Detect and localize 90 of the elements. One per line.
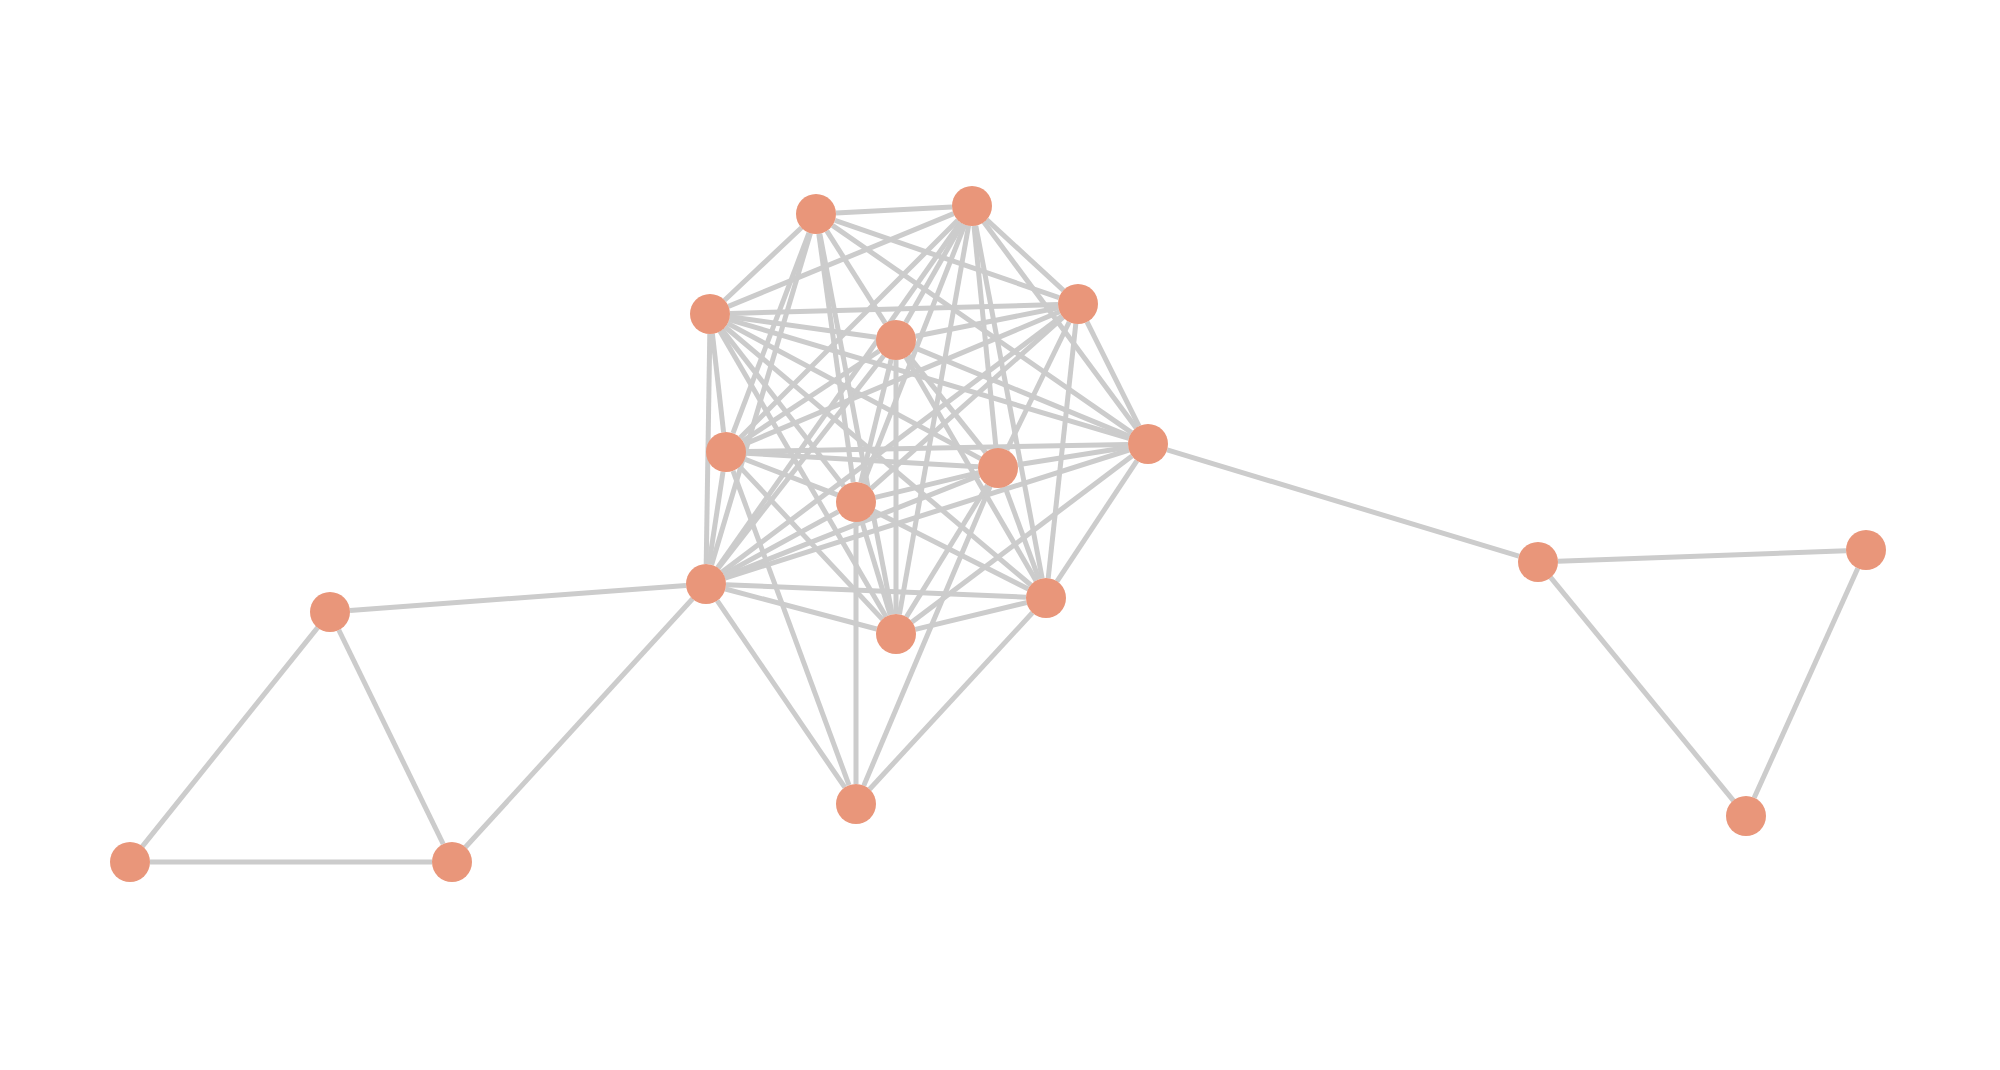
edge-line xyxy=(1002,485,1042,581)
edge-line xyxy=(743,309,1061,447)
edge-line xyxy=(724,586,878,632)
edge-line xyxy=(874,470,980,500)
edge-line xyxy=(1004,320,1072,452)
edge-line xyxy=(903,355,1039,583)
edge-line xyxy=(463,597,695,849)
edge-line xyxy=(1054,459,1140,583)
edge-line xyxy=(915,305,1059,339)
edge-line xyxy=(703,333,713,565)
edge-line xyxy=(722,226,804,302)
edge-line xyxy=(730,469,852,787)
edge-line xyxy=(903,222,965,324)
edge-line xyxy=(720,314,1064,574)
edge-line xyxy=(728,317,1130,441)
graph-node xyxy=(1128,424,1168,464)
edge-line xyxy=(745,450,979,470)
edge-line xyxy=(984,217,1066,293)
edge-line xyxy=(861,485,993,787)
edge-line xyxy=(722,509,840,577)
graph-node xyxy=(876,614,916,654)
edge-line xyxy=(729,314,877,340)
graph-node xyxy=(110,842,150,882)
edge-line xyxy=(709,232,813,566)
edge-line xyxy=(726,321,982,461)
edge-line xyxy=(860,223,968,485)
edge-line xyxy=(741,348,881,444)
edge-line xyxy=(715,220,963,570)
edge-line xyxy=(817,233,895,615)
edge-line xyxy=(971,225,999,449)
graph-node xyxy=(432,842,472,882)
edge-line xyxy=(824,229,888,325)
edge-line xyxy=(723,325,1033,587)
edge-line xyxy=(893,360,899,614)
graph-node xyxy=(1518,542,1558,582)
edge-line xyxy=(867,611,1035,791)
edge-line xyxy=(717,329,889,619)
graph-node xyxy=(952,186,992,226)
edge-line xyxy=(913,345,1131,439)
edge-line xyxy=(835,204,953,216)
edge-line xyxy=(729,302,1059,316)
edge-line xyxy=(853,522,859,784)
edge-line xyxy=(904,483,990,619)
edge-line xyxy=(914,600,1028,632)
edge-line xyxy=(859,520,893,616)
graph-node xyxy=(690,294,730,334)
edge-line xyxy=(1017,444,1129,468)
edge-line xyxy=(1751,567,1861,799)
edge-line xyxy=(816,233,856,483)
edge-line xyxy=(730,231,812,435)
edge-line xyxy=(709,333,727,433)
edge-line xyxy=(830,223,1134,435)
edge-line xyxy=(981,220,1139,430)
edge-line xyxy=(872,508,1030,592)
edge-line xyxy=(724,447,1130,581)
graph-node xyxy=(1846,530,1886,570)
graph-node xyxy=(1026,578,1066,618)
edge-line xyxy=(1045,323,1079,579)
edge-line xyxy=(906,354,988,454)
graph-node xyxy=(310,592,350,632)
edge-line xyxy=(743,456,839,498)
edge-line xyxy=(973,225,1045,579)
edge-line xyxy=(834,218,1060,300)
edge-line xyxy=(1548,575,1736,803)
edge-line xyxy=(140,626,320,848)
graph-node xyxy=(686,564,726,604)
edge-line xyxy=(336,628,446,846)
graph-node xyxy=(836,784,876,824)
edge-line xyxy=(150,859,432,865)
edge-line xyxy=(349,582,687,614)
edge-line xyxy=(896,225,972,615)
edge-line xyxy=(910,454,1134,624)
edge-line xyxy=(727,211,955,309)
edge-line xyxy=(1084,320,1142,428)
edge-line xyxy=(745,441,1129,455)
edge-line xyxy=(725,582,1027,600)
edge-line xyxy=(737,464,885,622)
graph-node xyxy=(876,320,916,360)
graph-node xyxy=(796,194,836,234)
edge-line xyxy=(1557,548,1847,564)
edge-line xyxy=(720,328,846,488)
edge-line xyxy=(716,354,886,570)
edge-line xyxy=(858,358,894,484)
edge-line xyxy=(1166,447,1520,559)
edge-line xyxy=(869,315,1065,491)
graph-node xyxy=(1726,796,1766,836)
edge-line xyxy=(715,599,847,789)
graph-node xyxy=(1058,284,1098,324)
edge-line xyxy=(738,218,960,440)
edge-line xyxy=(706,471,726,565)
